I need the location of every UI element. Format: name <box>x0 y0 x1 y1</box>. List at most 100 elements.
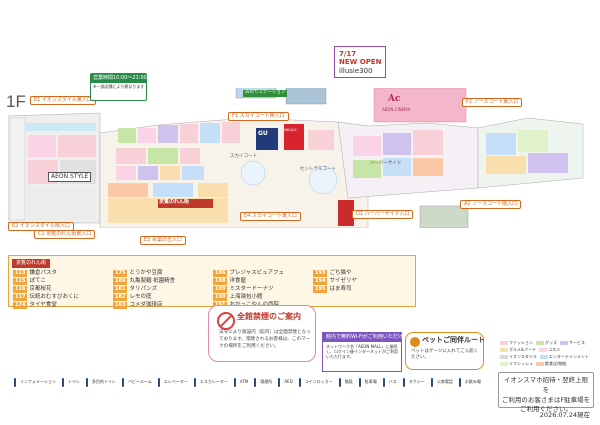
food-item-name: はま寿司 <box>329 285 352 292</box>
paw-icon <box>410 337 420 347</box>
legend-label: 飲食店/物販 <box>545 361 567 366</box>
food-item-name: タイヤ食堂 <box>29 301 57 308</box>
facility-label: 駐車場 <box>364 379 377 384</box>
entrance-d1[interactable]: D1 ハーバーサイド入口 <box>352 210 414 219</box>
legend-swatch <box>500 355 508 359</box>
food-item-number: 183 <box>113 302 128 309</box>
entrance-a1[interactable]: A1 ノースコート南入口 <box>460 200 521 209</box>
food-item-number: 115 <box>13 278 28 285</box>
entrance-e3[interactable]: E3 青葉の丘入口 <box>140 236 186 245</box>
no-smoking-text: 法令により施設内（館内）は全面禁煙となっております。喫煙されるお客様は、このマー… <box>219 330 311 349</box>
food-item-name: ミスタードーナツ <box>229 285 274 292</box>
aeon-style-label[interactable]: AEON STYLE <box>48 172 92 182</box>
food-item-name: 伝統おむすびおくに <box>29 293 79 300</box>
facility-label: 水飲み場 <box>464 379 481 384</box>
legend-swatch <box>500 341 508 345</box>
food-item-name: 丸亀製麺 祇園精舎 <box>129 277 176 284</box>
bus-icon <box>382 377 385 387</box>
legend-item: グルメ&フード <box>500 347 536 353</box>
food-item-number: 181 <box>113 286 128 293</box>
floor-label: 1F <box>6 92 26 111</box>
wheelchair-icon <box>85 377 88 387</box>
taxi-icon <box>402 377 405 387</box>
legend-item: エンターテインメント <box>539 354 589 360</box>
sky-court-label: スカイコート <box>230 154 257 159</box>
as-of-date: 2026.07.24現在 <box>539 410 590 419</box>
hours-note: ※一部店舗により異なります <box>93 84 145 89</box>
elevator-icon <box>157 377 160 387</box>
entrance-c1[interactable]: C1 京覧のれん街東入口 <box>34 230 96 239</box>
minori-station-label[interactable]: みのりステーション <box>243 90 288 97</box>
uniqlo-label[interactable]: UNIQLO <box>283 128 297 132</box>
food-item-name: サイゼリヤ <box>329 277 357 284</box>
atm-icon <box>233 377 236 387</box>
pet-route-box: ペットご同伴ルート ペットはゲージに入れてご入館ください。 <box>405 332 485 370</box>
food-item-number: 117 <box>13 294 28 301</box>
facility-label: AED <box>284 379 293 384</box>
pet-route-text: ペットはゲージに入れてご入館ください。 <box>411 349 479 361</box>
new-open-date: 7/17 <box>339 50 357 58</box>
food-item-name: 上海湯包小館 <box>229 293 263 300</box>
food-item-name: タリパンズ <box>129 285 158 292</box>
center-court-label: セントラルコート <box>300 167 336 172</box>
parking-icon <box>358 377 361 387</box>
harbor-side-label: ハーバーサイド <box>370 161 402 166</box>
wifi-text: ネットワーク名「AEON MALL」に接続し、ログイン後インターネットがご利用い… <box>326 344 398 360</box>
food-item-name: レモの庭 <box>129 293 152 300</box>
hours-box: 営業時間10:00～21:00 ※一部店舗により異なります <box>90 73 147 101</box>
entrance-e4[interactable]: E4 スカイコート東入口 <box>240 212 301 221</box>
facility-label: タクシー <box>408 379 425 384</box>
gu-label[interactable]: GU <box>258 130 268 137</box>
wifi-box: 館内で無料Wi-Fiがご利用いただけます ネットワーク名「AEON MALL」に… <box>322 332 413 372</box>
food-item-number: 188 <box>213 278 228 285</box>
smoking-icon <box>254 377 257 387</box>
facility-label: 階段 <box>344 379 353 384</box>
locker-icon <box>298 377 301 387</box>
legend-item: ファッション <box>500 340 533 346</box>
facility-label: エスカレーター <box>199 379 228 384</box>
facility-label: エレベーター <box>163 379 188 384</box>
kyogamachi-label[interactable]: 京覧のれん街 <box>159 199 190 205</box>
aed-icon <box>278 377 281 387</box>
entrance-e1[interactable]: E1 イオンスタイル東入口 <box>30 96 96 105</box>
legend-item: コスメ <box>539 347 560 353</box>
aeon-cinema-logo[interactable]: Ac <box>388 94 401 104</box>
facility-label: 喫煙所 <box>260 379 273 384</box>
facility-label: ベビールーム <box>127 379 152 384</box>
new-open-callout[interactable]: 7/17 NEW OPEN illusie300 <box>334 46 386 78</box>
food-item-number: 195 <box>313 286 328 293</box>
legend-swatch <box>539 348 548 352</box>
legend-item: サービス <box>560 340 585 346</box>
food-list-title: 京覧のれん街 <box>12 259 51 268</box>
food-item-number: 189 <box>213 286 228 293</box>
food-item-number: 182 <box>113 294 128 301</box>
new-open-label: NEW OPEN <box>339 58 382 66</box>
aeon-cinema-label[interactable]: AEON CINEMA <box>382 107 411 112</box>
facility-label: 公衆電話 <box>436 379 453 384</box>
info-icon <box>14 377 17 387</box>
entrance-f2[interactable]: F2 ノースコート東入口 <box>462 98 523 107</box>
legend-label: サービス <box>569 340 585 345</box>
hours-title: 営業時間10:00～21:00 <box>91 74 147 83</box>
food-item-number: 175 <box>113 270 128 277</box>
entrance-f1[interactable]: F1 スカイコート西入口 <box>228 112 289 121</box>
legend-label: コスメ <box>548 347 561 352</box>
floor-map <box>8 88 584 228</box>
